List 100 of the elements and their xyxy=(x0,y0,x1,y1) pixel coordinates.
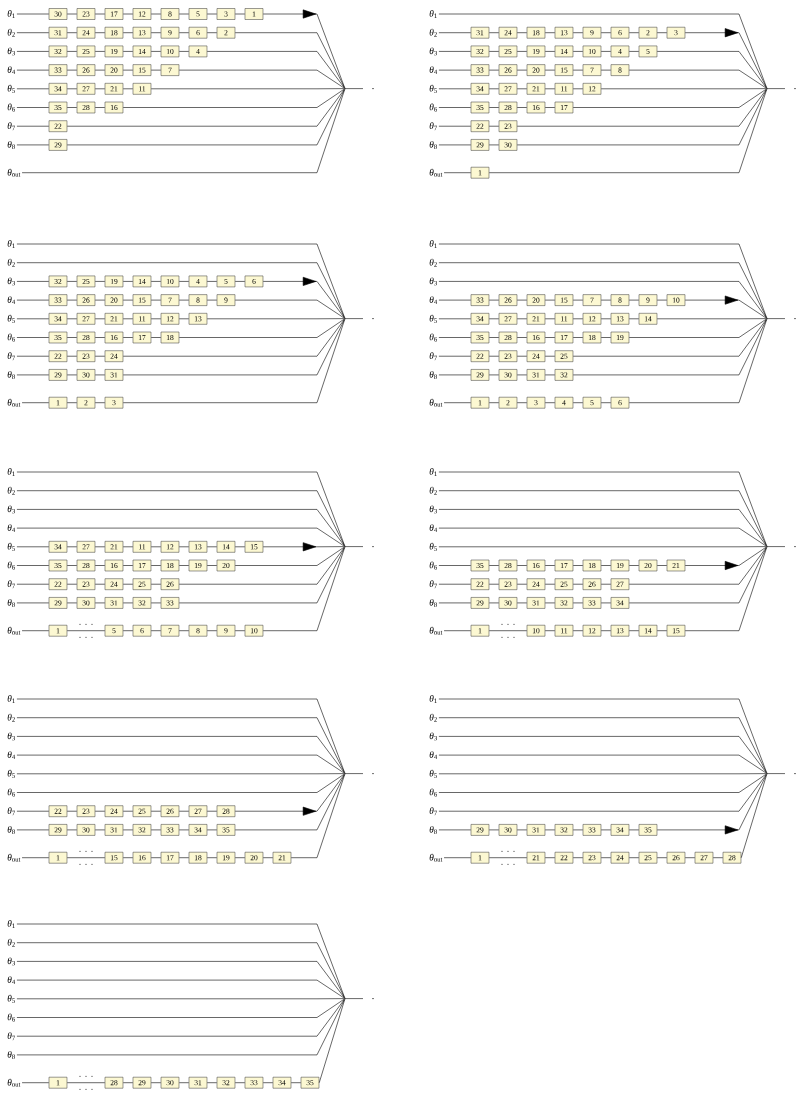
connector-line xyxy=(94,583,106,585)
connector-line xyxy=(16,281,50,282)
connector-line xyxy=(516,88,528,90)
row-label: θ$_{1}$ xyxy=(429,695,437,703)
row-label: θ$_{7}$ xyxy=(429,352,437,361)
connector-line xyxy=(234,774,345,831)
connector-line xyxy=(656,565,668,566)
connector-line xyxy=(21,1082,50,1083)
connector-line xyxy=(21,402,50,403)
connector-line xyxy=(94,51,106,52)
connector-line xyxy=(16,773,345,775)
connector-line xyxy=(438,490,767,546)
connector-line xyxy=(438,565,472,566)
connector-line xyxy=(178,51,190,52)
connector-line xyxy=(438,107,472,108)
connector-line xyxy=(16,471,345,546)
connector-line xyxy=(438,281,767,319)
connector-line xyxy=(178,318,345,338)
connector-line xyxy=(628,565,640,566)
connector-line xyxy=(178,318,190,320)
connector-line xyxy=(345,773,364,774)
connector-line xyxy=(488,144,500,146)
row-label: θ$_{8}$ xyxy=(7,370,15,379)
connector-line xyxy=(150,602,162,604)
connector-line xyxy=(628,318,767,338)
row-label: θ$_{8}$ xyxy=(7,1050,15,1059)
connector-line xyxy=(122,546,134,548)
row-label: θ$_{3}$ xyxy=(7,732,15,741)
connector-line xyxy=(94,107,106,108)
connector-line xyxy=(16,754,345,774)
connector-line xyxy=(600,299,612,301)
connector-line xyxy=(488,402,500,403)
connector-line xyxy=(94,88,106,90)
connector-line xyxy=(21,630,50,631)
connector-line xyxy=(178,630,190,631)
connector-line xyxy=(16,69,50,71)
row-label: θ$_{out}$ xyxy=(7,168,21,177)
connector-line xyxy=(544,565,556,566)
connector-line xyxy=(122,88,134,90)
connector-line xyxy=(16,565,50,566)
connector-line xyxy=(122,88,345,108)
connector-line xyxy=(206,857,218,858)
row-label: θ$_{8}$ xyxy=(7,598,15,607)
connector-line xyxy=(438,471,767,546)
row-label: θ$_{5}$ xyxy=(429,769,437,778)
connector-line xyxy=(572,337,584,338)
connector-line xyxy=(66,299,78,301)
connector-line xyxy=(16,262,345,319)
connector-line xyxy=(66,402,78,403)
connector-line xyxy=(600,32,612,33)
row-label: θ$_{7}$ xyxy=(7,807,15,816)
connector-line xyxy=(438,774,767,812)
connector-line xyxy=(544,602,556,604)
row-label: θ$_{7}$ xyxy=(7,122,15,131)
row-label: θ$_{7}$ xyxy=(7,1032,15,1041)
connector-line xyxy=(600,402,612,403)
connector-line xyxy=(544,337,556,338)
connector-line xyxy=(712,857,724,858)
connector-line xyxy=(488,857,528,858)
connector-line xyxy=(600,829,612,831)
connector-line xyxy=(572,583,584,585)
connector-line xyxy=(16,829,50,831)
row-label: θ$_{4}$ xyxy=(429,66,438,75)
connector-line xyxy=(516,32,528,33)
connector-line xyxy=(290,774,345,858)
connector-line xyxy=(443,857,472,858)
connector-line xyxy=(206,281,218,282)
row-label: θ$_{5}$ xyxy=(429,84,437,93)
row-label: θ$_{2}$ xyxy=(7,258,15,267)
connector-line xyxy=(600,857,612,858)
row-label: θ$_{2}$ xyxy=(7,28,15,37)
connector-line xyxy=(544,299,556,301)
connector-line xyxy=(122,13,134,15)
row-label: θ$_{out}$ xyxy=(429,398,443,407)
connector-line xyxy=(234,13,246,15)
connector-line xyxy=(544,402,556,403)
connector-line xyxy=(438,736,767,774)
connector-line xyxy=(516,51,528,52)
connector-line xyxy=(488,318,500,320)
arrow xyxy=(234,774,345,816)
connector-line xyxy=(628,829,640,831)
connector-line xyxy=(438,773,767,775)
connector-line xyxy=(544,107,556,108)
row-label: θ$_{out}$ xyxy=(7,398,21,407)
connector-line xyxy=(438,13,767,88)
connector-line xyxy=(516,829,528,831)
connector-line xyxy=(234,299,345,319)
connector-line xyxy=(443,172,472,173)
row-label: θ$_{out}$ xyxy=(429,626,443,635)
connector-line xyxy=(150,630,162,631)
connector-line xyxy=(16,923,345,998)
connector-line xyxy=(600,318,612,320)
connector-line xyxy=(488,299,500,301)
connector-line xyxy=(206,318,345,320)
connector-line xyxy=(150,32,162,33)
connector-line xyxy=(206,13,218,15)
row-label: θ$_{6}$ xyxy=(429,561,437,570)
row-label: θ$_{2}$ xyxy=(429,486,437,495)
connector-line xyxy=(488,630,528,631)
connector-line xyxy=(16,144,50,146)
